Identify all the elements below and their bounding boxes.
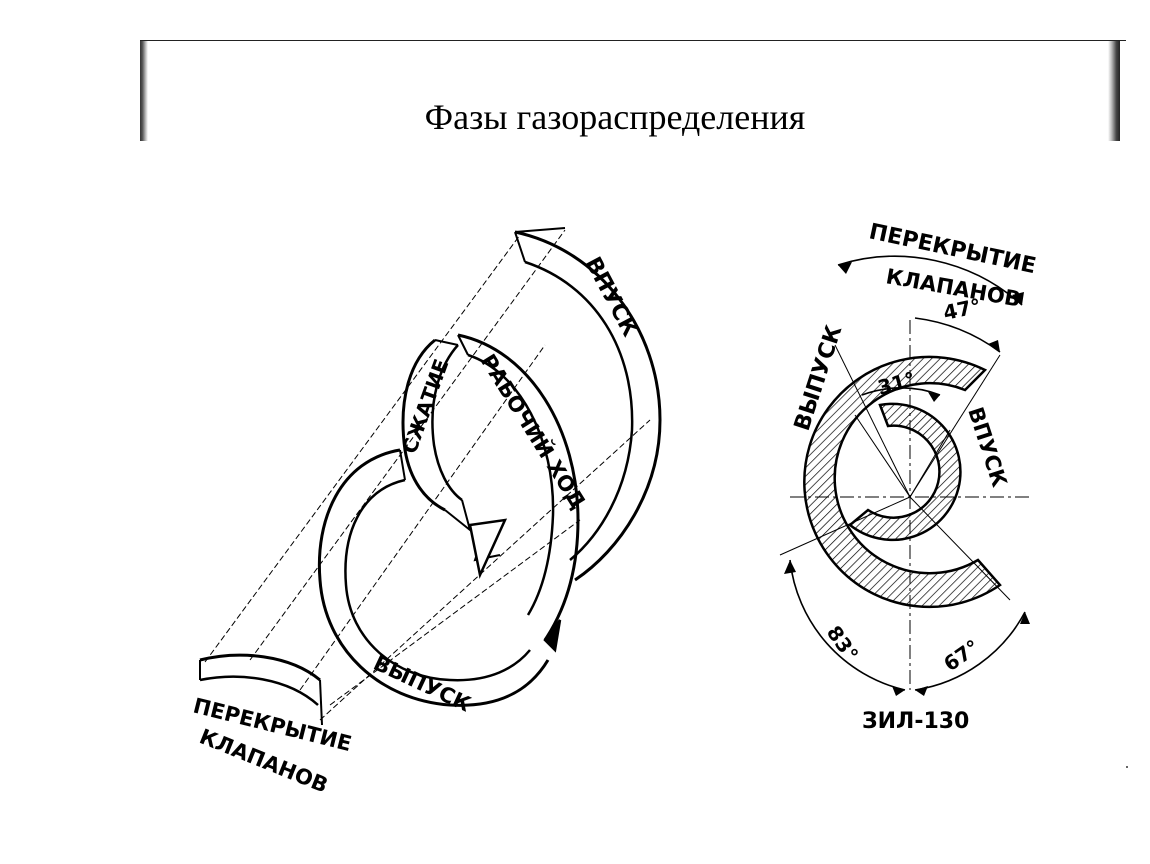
engine-label: ЗИЛ-130 bbox=[862, 709, 969, 734]
centre-lines bbox=[779, 320, 1030, 690]
left-compression-label: СЖАТИЕ bbox=[397, 356, 453, 457]
intake-band bbox=[514, 227, 662, 582]
slide-frame-left bbox=[140, 41, 148, 141]
compression-band bbox=[401, 338, 472, 533]
stray-dot bbox=[1126, 766, 1128, 768]
slide-title: Фазы газораспределения bbox=[424, 97, 806, 137]
power-stroke-band bbox=[457, 333, 580, 653]
intake-ring bbox=[848, 402, 962, 542]
projection-lines bbox=[204, 229, 651, 721]
slide-frame-right bbox=[1108, 41, 1120, 141]
exhaust-advance-angle: 83° bbox=[822, 621, 863, 666]
left-intake-label: ВПУСК bbox=[580, 253, 643, 341]
left-power-stroke-label: РАБОЧИЙ ХОД bbox=[476, 349, 591, 513]
exhaust-band bbox=[317, 448, 550, 707]
right-intake-label: ВПУСК bbox=[963, 404, 1011, 490]
right-diagram bbox=[779, 255, 1030, 696]
left-exhaust-label: ВЫПУСК bbox=[370, 651, 474, 717]
overlap-segment bbox=[199, 653, 323, 726]
left-diagram bbox=[199, 227, 662, 726]
exhaust-lag-angle: 67° bbox=[939, 635, 984, 676]
exhaust-ring bbox=[803, 355, 1002, 609]
slide-frame-top bbox=[140, 40, 1126, 41]
arrowheads bbox=[784, 262, 1030, 696]
